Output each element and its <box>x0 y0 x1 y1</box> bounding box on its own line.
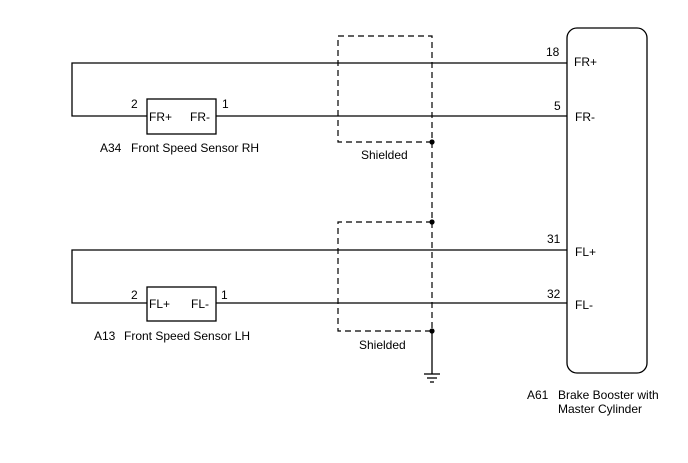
sensor-rh-box <box>146 98 217 135</box>
ground-icon <box>424 373 440 383</box>
booster-pin-label: FL+ <box>575 245 596 259</box>
sensor-rh-pin-plus-label: FR+ <box>149 110 172 124</box>
sensor-lh-code: A13 <box>94 329 116 343</box>
lh-circuit: FL+ FL- 2 1 A13 Front Speed Sensor LH Sh… <box>71 221 567 352</box>
brake-booster-unit: FR+ FR- FL+ FL- 18 5 31 32 A61 Brake Boo… <box>527 27 659 416</box>
sensor-lh-pin-minus-num: 1 <box>221 288 228 302</box>
wire-fl-plus <box>71 249 567 304</box>
rh-circuit: FR+ FR- 2 1 A34 Front Speed Sensor RH Sh… <box>71 35 567 162</box>
booster-name-line1: Brake Booster with <box>558 388 659 402</box>
shield-drain <box>424 139 440 383</box>
booster-box <box>566 27 648 374</box>
sensor-rh-code: A34 <box>100 141 122 155</box>
sensor-lh-name: Front Speed Sensor LH <box>124 329 250 343</box>
booster-pin-num: 18 <box>546 45 560 59</box>
shield-bottom <box>337 221 433 332</box>
sensor-rh-pin-minus-label: FR- <box>190 110 210 124</box>
shield-top <box>337 35 433 143</box>
booster-name-line2: Master Cylinder <box>558 402 642 416</box>
booster-pin-label: FL- <box>575 298 593 312</box>
sensor-rh-pin-minus-num: 1 <box>222 97 229 111</box>
sensor-lh-pin-plus-num: 2 <box>131 288 138 302</box>
sensor-rh-name: Front Speed Sensor RH <box>131 141 259 155</box>
sensor-lh-pin-plus-label: FL+ <box>149 297 170 311</box>
booster-pin-num: 32 <box>547 287 561 301</box>
junction-dot <box>429 219 435 225</box>
booster-pin-label: FR- <box>575 110 595 124</box>
sensor-lh-box <box>146 286 217 322</box>
booster-pin-label: FR+ <box>574 55 597 69</box>
junction-dot <box>429 139 435 145</box>
shield-bottom-label: Shielded <box>359 338 406 352</box>
wire-fr-plus <box>71 62 567 117</box>
junction-dot <box>429 328 435 334</box>
shield-top-label: Shielded <box>361 148 408 162</box>
sensor-rh-pin-plus-num: 2 <box>131 97 138 111</box>
booster-code: A61 <box>527 388 549 402</box>
booster-pin-num: 31 <box>547 232 561 246</box>
sensor-lh-pin-minus-label: FL- <box>191 297 209 311</box>
booster-pin-num: 5 <box>554 99 561 113</box>
